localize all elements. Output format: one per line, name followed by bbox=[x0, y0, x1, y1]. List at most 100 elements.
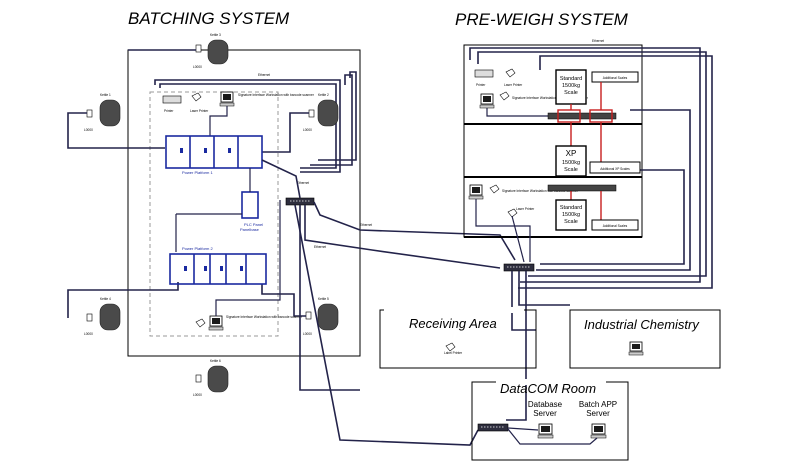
preweigh-hub-2[interactable] bbox=[547, 184, 617, 192]
barcode-scanner-icon bbox=[507, 208, 518, 218]
receiving-title-bg bbox=[384, 307, 524, 313]
kettle-6[interactable]: Kettle 6 L0000 bbox=[193, 359, 229, 397]
additional-scales-1[interactable]: Additional Scales bbox=[591, 71, 639, 83]
kettle-1[interactable]: Kettle 1 L0000 bbox=[84, 93, 121, 132]
power-platform-2-label: Power Platform 2 bbox=[182, 246, 213, 251]
kettle-6-valve bbox=[195, 374, 202, 383]
preweigh-printer-label: Printer bbox=[476, 83, 486, 87]
preweigh-scanner-2[interactable]: Laser Printer bbox=[507, 207, 535, 218]
plc-panel[interactable]: PLC Panel Panelbase bbox=[240, 191, 263, 232]
receiving-area-title: Receiving Area bbox=[409, 316, 497, 331]
industrial-chemistry-area[interactable]: Industrial Chemistry bbox=[569, 309, 721, 369]
keyboard-icon bbox=[468, 195, 484, 200]
preweigh-workstation-1[interactable]: Signature Interface Workstation with bar… bbox=[479, 91, 589, 109]
kettle-1-tank bbox=[99, 99, 121, 127]
additional-xp-scales-box bbox=[589, 161, 641, 174]
cable-label-mid: Ethernet bbox=[314, 245, 326, 249]
batch-server-line2: Server bbox=[586, 409, 610, 418]
kettle-6-tag: L0000 bbox=[193, 393, 202, 397]
keyboard-icon bbox=[590, 434, 607, 439]
datacom-room-title: DataCOM Room bbox=[500, 381, 596, 396]
preweigh-scanner-2-label: Laser Printer bbox=[516, 207, 535, 211]
datacom-title-bg bbox=[496, 379, 606, 385]
batching-workstation-note: Signature Interface Workstation with bar… bbox=[238, 93, 315, 97]
switch-icon bbox=[477, 423, 509, 432]
database-server[interactable]: Database Server bbox=[528, 400, 563, 439]
standard-scale-1[interactable]: Standard 1500kg Scale bbox=[555, 69, 587, 105]
scale-1-line3: Scale bbox=[564, 90, 578, 96]
datacom-room[interactable]: DataCOM Room Database Server Batch APP S… bbox=[471, 379, 629, 461]
bottom-workstation-cable bbox=[215, 200, 281, 316]
batch-app-server[interactable]: Batch APP Server bbox=[579, 400, 617, 439]
scale-1-line2: 1500kg bbox=[562, 83, 580, 89]
batching-scanner[interactable]: Laser Printer bbox=[190, 92, 209, 113]
batching-switch-to-hub bbox=[304, 205, 501, 269]
kettle-4-cable bbox=[67, 282, 179, 318]
kettle-1-label: Kettle 1 bbox=[100, 93, 111, 97]
kettle-4-tank bbox=[99, 303, 121, 331]
kettle-2-valve bbox=[308, 109, 315, 118]
preweigh-printer[interactable]: Printer bbox=[474, 69, 494, 87]
barcode-scanner-icon bbox=[505, 68, 516, 78]
hub-to-receiving bbox=[511, 271, 536, 331]
kettle-1-tag: L0000 bbox=[84, 128, 93, 132]
xp-scale-line3: Scale bbox=[564, 167, 578, 173]
workstation-to-pp1-cable bbox=[209, 106, 228, 136]
batching-workstation-top[interactable]: Signature Interface Workstation with bar… bbox=[219, 91, 315, 107]
barcode-scanner-icon bbox=[191, 92, 202, 102]
kettle-6-tank bbox=[207, 365, 229, 393]
plc-panel-sub: Panelbase bbox=[240, 227, 260, 232]
keyboard-icon bbox=[219, 102, 235, 107]
kettle-4-valve bbox=[86, 313, 93, 322]
receiving-device-label: Label Printer bbox=[444, 351, 463, 355]
batching-workstation-bottom[interactable]: Signature Interface Workstation with bar… bbox=[195, 315, 303, 331]
keyboard-icon bbox=[479, 104, 495, 109]
power-platform-1[interactable]: Power Platform 1 bbox=[165, 135, 263, 175]
scale-2-line3: Scale bbox=[564, 219, 578, 225]
kettle-3-tank bbox=[207, 39, 229, 65]
standard-scale-2[interactable]: Standard 1500kg Scale bbox=[555, 199, 587, 231]
keyboard-icon bbox=[537, 434, 554, 439]
kettle-5[interactable]: Kettle 5 L0000 bbox=[303, 297, 339, 336]
kettle-5-label: Kettle 5 bbox=[318, 297, 329, 301]
pp1-to-switch bbox=[261, 159, 301, 199]
industrial-chemistry-box bbox=[569, 309, 721, 369]
preweigh-scanner[interactable]: Laser Printer bbox=[504, 68, 523, 87]
power-platform-2-frame bbox=[169, 253, 267, 285]
preweigh-hub-1[interactable] bbox=[547, 112, 617, 120]
pw1-to-hub bbox=[486, 108, 552, 117]
kettle-4-tag: L0000 bbox=[84, 332, 93, 336]
kettle-2-cable bbox=[262, 112, 309, 153]
preweigh-system-title: PRE-WEIGH SYSTEM bbox=[455, 10, 629, 29]
kettle-3-label: Kettle 3 bbox=[210, 33, 221, 37]
scale-2-line2: 1500kg bbox=[562, 212, 580, 218]
label-printer-icon bbox=[445, 342, 456, 352]
batching-network-switch[interactable] bbox=[285, 197, 315, 206]
receiving-area[interactable]: Receiving Area Label Printer bbox=[379, 307, 537, 369]
batching-switch-down bbox=[299, 205, 360, 391]
additional-xp-scales[interactable]: Additional XP Scales bbox=[589, 161, 641, 174]
batching-printer[interactable]: Printer bbox=[162, 95, 182, 113]
power-platform-2[interactable]: Power Platform 2 bbox=[169, 246, 267, 285]
additional-xp-scales-label: Additional XP Scales bbox=[600, 167, 630, 171]
kettle-1-cable bbox=[67, 112, 165, 149]
batching-scanner-label: Laser Printer bbox=[190, 109, 209, 113]
kettle-3[interactable]: Kettle 3 L0000 bbox=[193, 33, 229, 69]
monitor-screen bbox=[212, 318, 220, 324]
switch-icon bbox=[285, 197, 315, 206]
printer-icon bbox=[162, 95, 182, 104]
kettle-1-valve bbox=[86, 109, 93, 118]
xp-scale[interactable]: XP 1500kg Scale bbox=[555, 145, 587, 177]
xp-scale-line2: 1500kg bbox=[562, 160, 580, 166]
scale-2-box bbox=[555, 199, 587, 231]
datacom-switch[interactable] bbox=[477, 423, 509, 432]
kettle-4[interactable]: Kettle 4 L0000 bbox=[84, 297, 121, 336]
kettle-2[interactable]: Kettle 2 L0000 bbox=[303, 93, 339, 132]
kettle-2-label: Kettle 2 bbox=[318, 93, 329, 97]
additional-scales-2[interactable]: Additional Scales bbox=[591, 219, 639, 231]
switch-icon bbox=[503, 263, 535, 272]
main-network-switch[interactable] bbox=[503, 263, 535, 272]
kettle-5-tank bbox=[317, 303, 339, 331]
preweigh-workstation-2[interactable]: Signature Interface Workstation with bar… bbox=[468, 184, 579, 200]
